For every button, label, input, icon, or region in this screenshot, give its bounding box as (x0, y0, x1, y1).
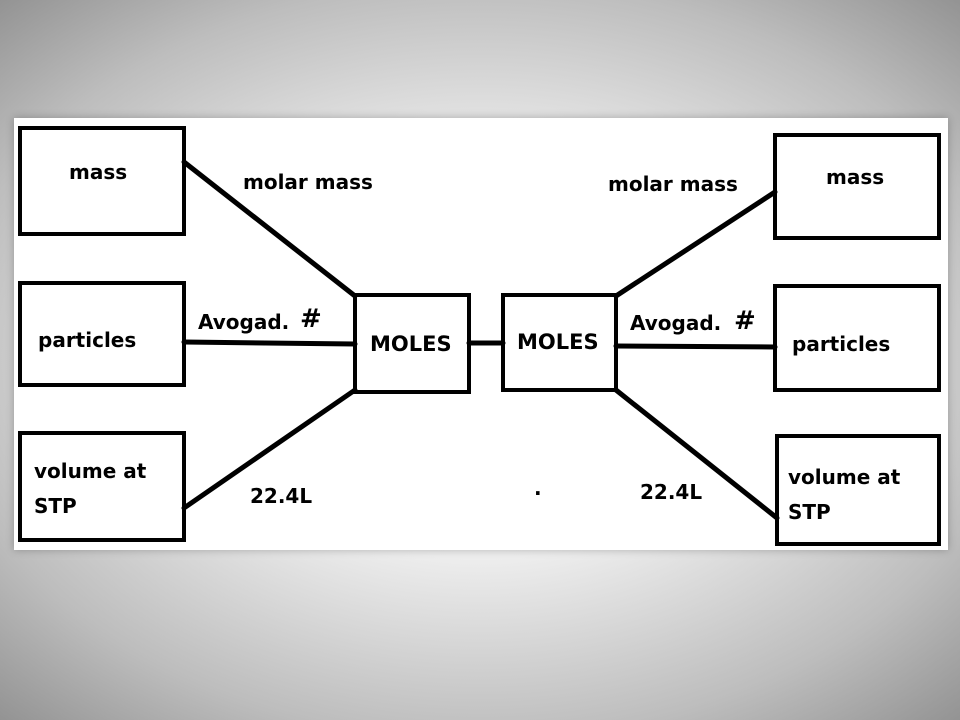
left-moles-box (353, 293, 471, 394)
left-mass-connector (181, 159, 358, 299)
right-molar-mass-label: molar mass (608, 172, 738, 196)
left-mass-box (18, 126, 186, 236)
right-volume-box (775, 434, 941, 546)
left-particles-connector (181, 339, 358, 347)
left-volume-factor-label: 22.4L (250, 484, 312, 508)
mole-conversion-diagram: mass particles volume at STP MOLES MOLES… (18, 126, 941, 546)
right-mass-box (773, 133, 941, 240)
right-particles-connector (613, 343, 778, 350)
diagram-panel: mass particles volume at STP MOLES MOLES… (14, 118, 948, 550)
right-mass-label: mass (826, 165, 884, 189)
left-volume-label-line1: volume at (34, 459, 147, 483)
left-particles-box (18, 281, 186, 387)
right-particles-box (773, 284, 941, 392)
right-mass-connector (613, 189, 778, 299)
center-dot: · (534, 481, 542, 505)
right-moles-box (501, 293, 618, 392)
right-volume-factor-label: 22.4L (640, 480, 702, 504)
left-avogadro-label: Avogad. (198, 310, 289, 334)
left-mass-label: mass (69, 160, 127, 184)
right-avogadro-label: Avogad. (630, 311, 721, 335)
right-avogadro-symbol: # (734, 306, 756, 336)
left-moles-label: MOLES (370, 332, 452, 356)
left-volume-label-line2: STP (34, 494, 77, 518)
left-particles-label: particles (38, 328, 136, 352)
right-volume-label-line1: volume at (788, 465, 901, 489)
left-volume-box (18, 431, 186, 542)
left-avogadro-symbol: # (300, 304, 322, 334)
right-particles-label: particles (792, 332, 890, 356)
right-moles-label: MOLES (517, 330, 599, 354)
left-volume-connector (181, 387, 358, 511)
right-volume-label-line2: STP (788, 500, 831, 524)
left-molar-mass-label: molar mass (243, 170, 373, 194)
right-volume-connector (613, 387, 780, 521)
